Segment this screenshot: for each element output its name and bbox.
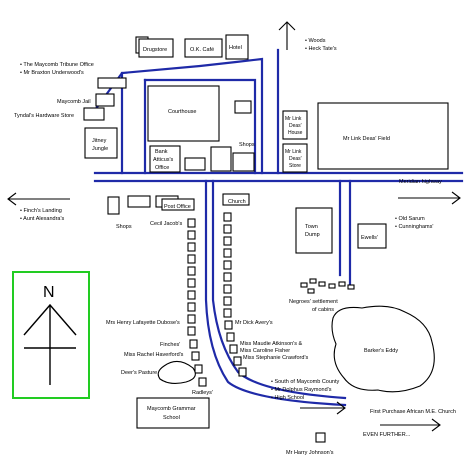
- small-building-3: [210, 146, 232, 172]
- crawford-label: Miss Stephanie Crawford's: [243, 355, 308, 361]
- shops-left-label: Shops: [116, 224, 132, 230]
- first-purchase-label: First Purchase African M.E. Church: [370, 409, 456, 415]
- link-store-box: [282, 143, 308, 173]
- tribune-box: [97, 77, 127, 89]
- right-street-houses: [223, 212, 247, 377]
- church-label: Church: [228, 199, 246, 205]
- link-house-label-1: Mr Link: [285, 116, 302, 122]
- deers-pasture-label: Deer's Pasture: [121, 370, 157, 376]
- link-house-box: [282, 110, 308, 140]
- underwood-label: • Mr Braxton Underwood's: [20, 70, 84, 76]
- meridian-label: Meridian highway: [399, 179, 442, 185]
- church-box: [222, 193, 250, 206]
- roads: [93, 48, 464, 407]
- compass-north-label: N: [43, 284, 55, 301]
- left-street-houses: [187, 218, 207, 387]
- link-field-box: [317, 102, 449, 170]
- heck-tate-label: • Heck Tate's: [305, 46, 337, 52]
- harry-johnson-box: [315, 432, 326, 443]
- maudie-label: Miss Maudie Atkinson's &: [240, 341, 303, 347]
- town-dump-label-2: Dump: [305, 232, 320, 238]
- woods-label: • Woods: [305, 38, 326, 44]
- shop-left-2: [127, 195, 151, 208]
- small-building-2: [184, 157, 206, 171]
- aunt-alexandra-label: • Aunt Alexandra's: [20, 216, 65, 222]
- shops-center-label: Shops: [239, 142, 255, 148]
- dubose-label: Mrs Henry Lafayette Dubose's: [106, 320, 180, 326]
- south-county-label: • South of Maycomb County: [271, 379, 340, 385]
- cabins: [300, 278, 355, 294]
- grammar-label-2: School: [163, 415, 180, 421]
- high-school-label: • High School: [271, 395, 304, 401]
- road-central-east: [211, 179, 347, 400]
- small-building-1: [234, 100, 252, 114]
- compass-frame: [12, 271, 90, 399]
- deers-pasture-shape: [157, 360, 196, 385]
- finches-label: Finches': [160, 342, 180, 348]
- settlement-label-1: Negroes' settlement: [289, 299, 338, 305]
- fisher-label: Miss Caroline Fisher: [240, 348, 290, 354]
- finch-landing-label: • Finch's Landing: [20, 208, 62, 214]
- link-house-label-3: House: [288, 130, 303, 136]
- small-building-4: [232, 152, 255, 172]
- ewells-box: [357, 223, 387, 249]
- bank-label-2: Atticus's: [153, 157, 174, 163]
- maycomb-jail-box: [95, 93, 115, 107]
- bank-label-3: Office: [155, 165, 169, 171]
- hotel-box: [225, 34, 249, 60]
- even-further-arrow: [380, 418, 441, 432]
- barkers-eddy-pond: [331, 305, 435, 393]
- avery-label: Mr Dick Avery's: [235, 320, 273, 326]
- jitney-label-2: Jungle: [92, 146, 108, 152]
- harry-johnson-label: Mr Harry Johnson's: [286, 450, 334, 456]
- town-dump-box: [295, 207, 333, 254]
- maycomb-jail-label: Maycomb Jail: [57, 99, 91, 105]
- courthouse-label: Courthouse: [168, 109, 196, 115]
- link-store-label-2: Deas': [289, 156, 302, 162]
- east-arrow: [398, 191, 461, 205]
- link-store-label-1: Mr Link: [285, 149, 302, 155]
- hotel-label: Hotel: [229, 45, 242, 51]
- jitney-jungle-box: [84, 127, 118, 159]
- town-dump-label-1: Town: [305, 224, 318, 230]
- drugstore-box: [138, 38, 174, 58]
- road-central-west: [204, 179, 347, 407]
- link-field-label: Mr Link Deas' Field: [343, 136, 390, 142]
- barkers-eddy-label: Barker's Eddy: [364, 348, 398, 354]
- tyndal-box: [83, 107, 105, 121]
- bank-box: [149, 145, 181, 173]
- link-house-label-2: Deas': [289, 123, 302, 129]
- jitney-label-1: Jitney: [92, 138, 107, 144]
- post-office-label: Post Office: [164, 204, 191, 210]
- radleys-label: Radleys': [192, 390, 213, 396]
- north-arrow: [278, 21, 296, 50]
- ok-cafe-box: [184, 38, 223, 58]
- road-inner-loop: [143, 78, 257, 175]
- direction-arrows: [7, 21, 461, 432]
- compass-arrow-icon: [23, 303, 77, 385]
- old-sarum-label: • Old Sarum: [395, 216, 425, 222]
- drugstore-label: Drugstore: [143, 47, 167, 53]
- raymond-label: • Mr Dolphus Raymond's: [271, 387, 332, 393]
- ok-cafe-label: O.K. Café: [190, 47, 214, 53]
- west-arrow: [7, 192, 70, 206]
- post-office-box: [161, 198, 195, 211]
- link-store-label-3: Store: [289, 163, 301, 169]
- cunninghams-label: • Cunninghams': [395, 224, 433, 230]
- courthouse-box: [147, 85, 220, 142]
- south-arrow: [300, 401, 346, 415]
- tribune-label: • The Maycomb Tribune Office: [20, 62, 94, 68]
- tyndal-label: Tyndal's Hardware Store: [14, 113, 74, 119]
- grammar-label-1: Maycomb Grammar: [147, 406, 196, 412]
- settlement-label-2: of cabins: [312, 307, 334, 313]
- grammar-school-box: [136, 397, 210, 429]
- shop-left-1: [107, 196, 120, 215]
- bank-label-1: Bank: [155, 149, 168, 155]
- ewells-label: Ewells': [361, 235, 378, 241]
- even-further-label: EVEN FURTHER...: [363, 432, 411, 438]
- haverford-label: Miss Rachel Haverford's: [124, 352, 184, 358]
- cecil-label: Cecil Jacob's: [150, 221, 182, 227]
